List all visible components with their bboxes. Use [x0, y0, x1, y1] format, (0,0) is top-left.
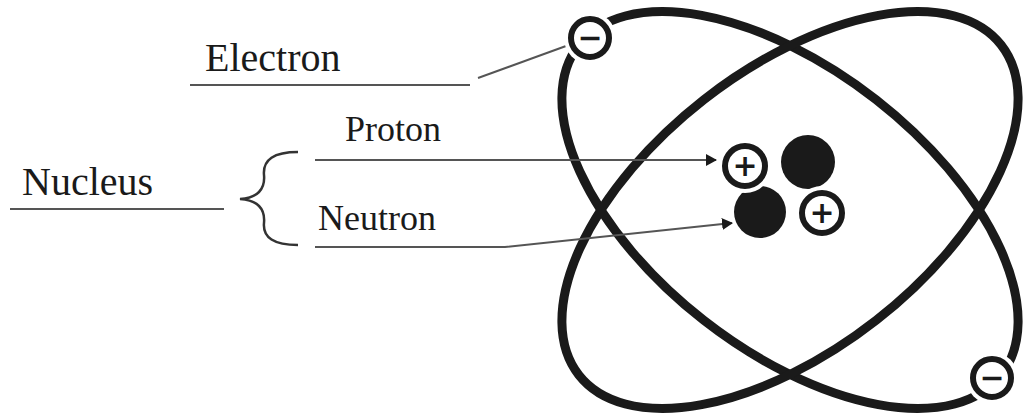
charge-plus: + [732, 151, 757, 181]
electron-circle: − [970, 356, 1014, 400]
underline [190, 84, 470, 86]
leader-line [478, 46, 566, 78]
proton-circle: + [722, 143, 768, 189]
orbit [493, 0, 1030, 418]
charge-minus: − [577, 23, 602, 53]
leader-arrow [315, 159, 716, 161]
charge-plus: + [809, 198, 834, 228]
part-label: Electron [205, 36, 341, 80]
part-label: Nucleus [22, 160, 153, 204]
charge-minus: − [979, 363, 1004, 393]
part-label: Neutron [318, 199, 436, 239]
neutron-ball [781, 135, 835, 189]
part-label: Proton [345, 110, 441, 150]
electron-circle: − [568, 16, 612, 60]
orbit [493, 0, 1030, 418]
underline [10, 208, 224, 210]
proton-circle: + [799, 190, 845, 236]
brace [240, 152, 298, 245]
neutron-ball [734, 186, 786, 238]
